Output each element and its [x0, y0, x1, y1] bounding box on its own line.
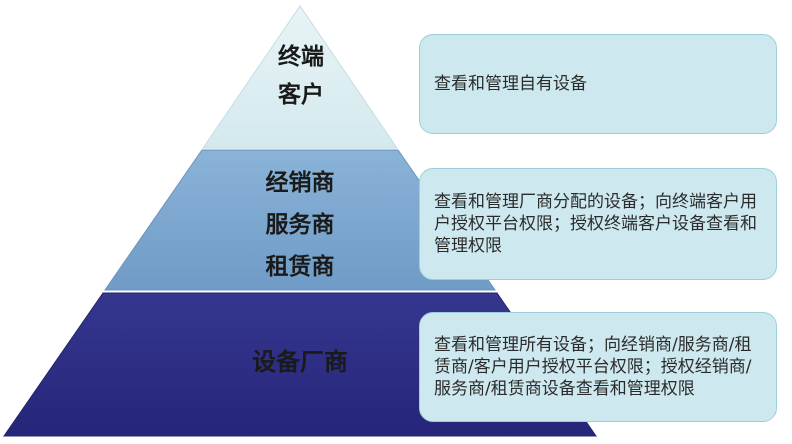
pyramid-tier-top [202, 5, 398, 149]
description-text-bottom: 查看和管理所有设备；向经销商/服务商/租赁商/客户用户授权平台权限；授权经销商/… [434, 335, 752, 399]
description-text-top: 查看和管理自有设备 [434, 74, 587, 94]
tier-label-end-customer: 终端 客户 [278, 44, 324, 108]
tier-label-equipment-manufacturer: 设备厂商 [252, 348, 348, 376]
tier-label-dealer-service-leasing: 经销商 服务商 租赁商 [265, 170, 335, 280]
description-text-middle: 查看和管理厂商分配的设备；向终端客户用户授权平台权限；授权终端客户设备查看和管理… [434, 192, 757, 256]
description-box-middle: 查看和管理厂商分配的设备；向终端客户用户授权平台权限；授权终端客户设备查看和管理… [419, 168, 777, 280]
description-box-top: 查看和管理自有设备 [419, 34, 777, 134]
description-box-bottom: 查看和管理所有设备；向经销商/服务商/租赁商/客户用户授权平台权限；授权经销商/… [419, 312, 777, 422]
pyramid-tier-middle [104, 149, 496, 291]
